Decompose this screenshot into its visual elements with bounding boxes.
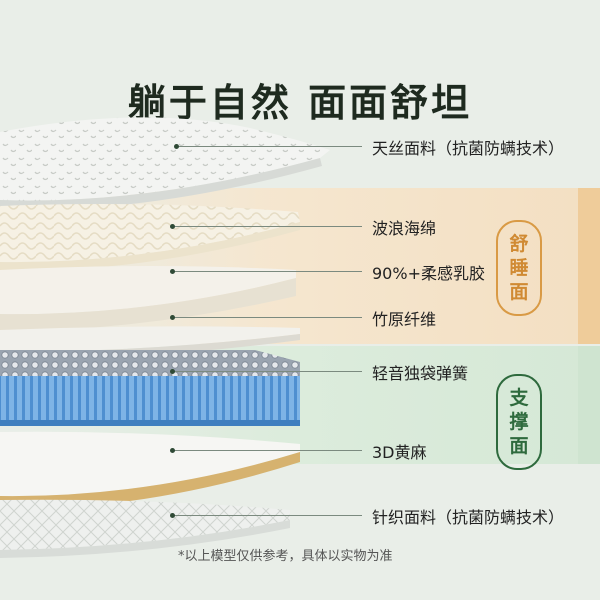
- pocket-spring-layer: [0, 350, 300, 426]
- layer-label-latex: 90%+柔感乳胶: [372, 264, 485, 283]
- layer-label-wave-foam: 波浪海绵: [372, 219, 437, 238]
- leader-line: [176, 146, 362, 147]
- leader-line: [172, 450, 362, 451]
- support-badge-char: 支: [509, 387, 529, 409]
- support-badge-char: 面: [509, 435, 529, 457]
- leader-dot: [170, 369, 175, 374]
- comfort-zone-edge-bar: [578, 188, 600, 344]
- knit-fabric-layer: [0, 499, 290, 558]
- leader-line: [172, 515, 362, 516]
- wave-foam-layer: [0, 204, 300, 272]
- leader-dot: [170, 269, 175, 274]
- leader-line: [172, 371, 362, 372]
- leader-dot: [170, 224, 175, 229]
- page-title: 躺于自然 面面舒坦: [127, 81, 473, 125]
- layer-label-pocket-spring: 轻音独袋弹簧: [372, 364, 469, 383]
- comfort-badge-char: 面: [509, 281, 529, 303]
- support-zone-badge: 支 撑 面: [496, 374, 542, 470]
- layer-label-bamboo-fiber: 竹原纤维: [372, 310, 437, 329]
- support-zone-edge-bar: [578, 346, 600, 464]
- tencel-fabric-layer: [0, 117, 330, 211]
- disclaimer-footnote: *以上模型仅供参考，具体以实物为准: [178, 549, 393, 564]
- leader-line: [172, 317, 362, 318]
- jute-layer: [0, 431, 300, 510]
- leader-line: [172, 226, 362, 227]
- layer-label-knit-fabric: 针织面料（抗菌防螨技术）: [372, 508, 565, 527]
- layer-label-jute: 3D黄麻: [372, 443, 427, 462]
- latex-layer: [0, 266, 296, 332]
- leader-line: [172, 271, 362, 272]
- leader-dot: [170, 513, 175, 518]
- comfort-badge-char: 舒: [509, 233, 529, 255]
- leader-dot: [174, 144, 179, 149]
- comfort-zone-badge: 舒 睡 面: [496, 220, 542, 316]
- support-badge-char: 撑: [509, 411, 529, 433]
- layer-label-tencel-fabric: 天丝面料（抗菌防螨技术）: [372, 139, 565, 158]
- comfort-badge-char: 睡: [509, 257, 529, 279]
- leader-dot: [170, 448, 175, 453]
- leader-dot: [170, 315, 175, 320]
